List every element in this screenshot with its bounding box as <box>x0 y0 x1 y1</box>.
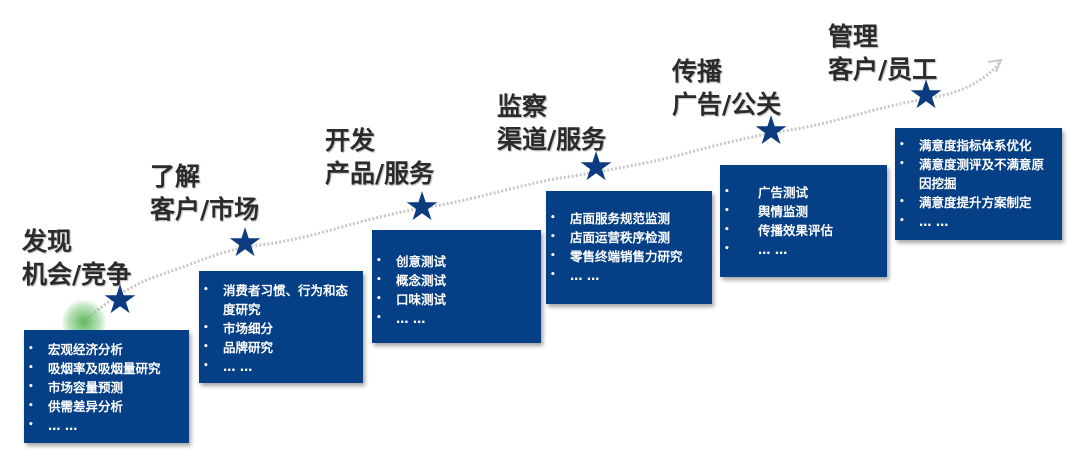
list-item: 传播效果评估 <box>724 221 881 240</box>
stage-2-box: 消费者习惯、行为和态度研究 市场细分 品牌研究 … … <box>199 271 363 383</box>
list-item: 零售终端销售力研究 <box>550 247 706 266</box>
stage-5-title: 传播广告/公关 <box>672 57 782 119</box>
list-item: 满意度提升方案制定 <box>899 193 1056 212</box>
star-icon: ★ <box>102 277 138 323</box>
stage-6-box: 满意度指标体系优化 满意度测评及不满意原因挖掘 满意度提升方案制定 … … <box>895 128 1062 240</box>
list-item: 市场细分 <box>203 319 357 338</box>
star-icon: ★ <box>227 220 263 266</box>
stage-1-box: 宏观经济分析 吸烟率及吸烟量研究 市场容量预测 供需差异分析 … … <box>24 330 189 443</box>
list-item: 品牌研究 <box>203 338 357 357</box>
list-item: … … <box>28 416 183 435</box>
stage-3-title: 开发产品/服务 <box>325 126 435 188</box>
list-item: 店面运营秩序检测 <box>550 228 706 247</box>
list-item: … … <box>550 266 706 285</box>
list-item: 市场容量预测 <box>28 378 183 397</box>
list-item: … … <box>203 357 357 376</box>
list-item: 消费者习惯、行为和态度研究 <box>203 281 357 319</box>
stage-4-box: 店面服务规范监测 店面运营秩序检测 零售终端销售力研究 … … <box>546 191 712 304</box>
stage-2-title: 了解客户/市场 <box>150 162 260 224</box>
list-item: … … <box>376 309 535 328</box>
stage-3-box: 创意测试 概念测试 口味测试 … … <box>372 230 541 343</box>
list-item: … … <box>724 240 881 259</box>
arrow-head-icon <box>987 58 1003 73</box>
stage-6-title: 管理客户/员工 <box>828 22 938 84</box>
list-item: 舆情监测 <box>724 202 881 221</box>
star-icon: ★ <box>404 184 440 230</box>
star-icon: ★ <box>753 108 789 154</box>
list-item: 宏观经济分析 <box>28 340 183 359</box>
list-item: 店面服务规范监测 <box>550 209 706 228</box>
dotted-curve <box>84 61 1002 322</box>
star-icon: ★ <box>578 144 614 190</box>
stage-1-title: 发现机会/竞争 <box>22 227 132 289</box>
star-icon: ★ <box>908 72 944 118</box>
stage-5-box: 广告测试 舆情监测 传播效果评估 … … <box>720 165 887 277</box>
list-item: 广告测试 <box>724 183 881 202</box>
list-item: 吸烟率及吸烟量研究 <box>28 359 183 378</box>
list-item: … … <box>899 212 1056 231</box>
list-item: 满意度测评及不满意原因挖掘 <box>899 155 1056 193</box>
list-item: 概念测试 <box>376 271 535 290</box>
list-item: 创意测试 <box>376 252 535 271</box>
list-item: 满意度指标体系优化 <box>899 136 1056 155</box>
list-item: 供需差异分析 <box>28 397 183 416</box>
list-item: 口味测试 <box>376 290 535 309</box>
stage-4-title: 监察渠道/服务 <box>497 92 607 154</box>
